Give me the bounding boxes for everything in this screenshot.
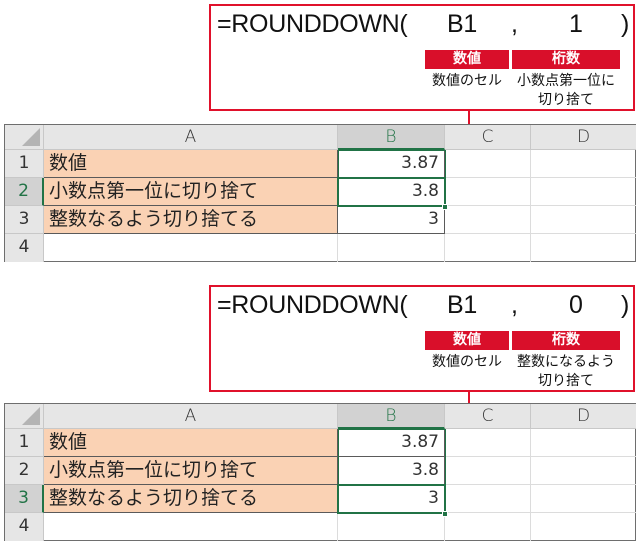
spreadsheet-grid: A B C D 1 数値 3.87 2 小数点第一位に切り捨て 3.8 3 整数… [4,403,636,541]
row-header-3[interactable]: 3 [5,206,44,234]
cell-b4[interactable] [338,513,445,541]
column-header-a[interactable]: A [44,404,338,429]
cell-b2[interactable]: 3.8 [338,178,445,206]
cell-c4[interactable] [445,234,531,262]
row-header-3[interactable]: 3 [5,485,44,513]
cell-c2[interactable] [445,178,531,206]
column-header-d[interactable]: D [531,404,636,429]
cell-b3[interactable]: 3 [338,485,445,513]
cell-a4[interactable] [44,513,338,541]
column-header-d[interactable]: D [531,125,636,150]
cell-d2[interactable] [531,457,636,485]
cell-b2[interactable]: 3.8 [338,457,445,485]
cell-a1[interactable]: 数値 [44,429,338,457]
cell-a2[interactable]: 小数点第一位に切り捨て [44,457,338,485]
cell-c1[interactable] [445,429,531,457]
example-panel-2: =ROUNDDOWN( B1 , 0 ) 数値 桁数 数値のセル 整数になるよう… [0,280,640,545]
formula-callout: =ROUNDDOWN( B1 , 1 ) 数値 桁数 数値のセル 小数点第一位に… [209,4,635,111]
row-header-2[interactable]: 2 [5,178,44,206]
argument-number: B1 [447,10,477,38]
column-header-b[interactable]: B [338,125,445,150]
argument-number: B1 [447,291,477,319]
argument-separator: , [511,10,518,38]
cell-a4[interactable] [44,234,338,262]
corner-triangle-icon [22,407,40,425]
fill-handle[interactable] [442,204,448,210]
row-header-1[interactable]: 1 [5,429,44,457]
cell-c3[interactable] [445,485,531,513]
row-header-2[interactable]: 2 [5,457,44,485]
desc-number: 数値のセル [432,354,502,370]
function-name: =ROUNDDOWN( [217,10,408,38]
cell-d2[interactable] [531,178,636,206]
fill-handle[interactable] [442,511,448,517]
cell-a1[interactable]: 数値 [44,150,338,178]
desc-digits: 小数点第一位に 切り捨て [517,73,615,108]
argument-separator: , [511,291,518,319]
select-all-corner[interactable] [5,404,44,429]
cell-a3[interactable]: 整数なるよう切り捨てる [44,485,338,513]
select-all-corner[interactable] [5,125,44,150]
formula-callout: =ROUNDDOWN( B1 , 0 ) 数値 桁数 数値のセル 整数になるよう… [209,285,635,392]
tag-digits: 桁数 [512,331,620,350]
argument-digits: 1 [569,10,583,38]
column-header-b[interactable]: B [338,404,445,429]
cell-b3[interactable]: 3 [338,206,445,234]
spreadsheet-grid: A B C D 1 数値 3.87 2 小数点第一位に切り捨て 3.8 3 整数… [4,124,636,262]
closing-paren: ) [621,10,630,38]
cell-b1[interactable]: 3.87 [338,429,445,457]
closing-paren: ) [621,291,630,319]
row-header-4[interactable]: 4 [5,234,44,262]
cell-d3[interactable] [531,485,636,513]
argument-digits: 0 [569,291,583,319]
example-panel-1: =ROUNDDOWN( B1 , 1 ) 数値 桁数 数値のセル 小数点第一位に… [0,0,640,270]
row-header-1[interactable]: 1 [5,150,44,178]
function-name: =ROUNDDOWN( [217,291,408,319]
tag-digits: 桁数 [512,50,620,69]
cell-c2[interactable] [445,457,531,485]
cell-d3[interactable] [531,206,636,234]
cell-c4[interactable] [445,513,531,541]
cell-d1[interactable] [531,150,636,178]
cell-a2[interactable]: 小数点第一位に切り捨て [44,178,338,206]
cell-d4[interactable] [531,513,636,541]
tag-number: 数値 [425,50,509,69]
column-header-c[interactable]: C [445,125,531,150]
column-header-c[interactable]: C [445,404,531,429]
cell-c1[interactable] [445,150,531,178]
cell-b4[interactable] [338,234,445,262]
column-header-a[interactable]: A [44,125,338,150]
desc-digits: 整数になるよう 切り捨て [517,354,615,389]
cell-d1[interactable] [531,429,636,457]
cell-a3[interactable]: 整数なるよう切り捨てる [44,206,338,234]
desc-number: 数値のセル [432,73,502,89]
row-header-4[interactable]: 4 [5,513,44,541]
cell-c3[interactable] [445,206,531,234]
cell-d4[interactable] [531,234,636,262]
corner-triangle-icon [22,128,40,146]
cell-b1[interactable]: 3.87 [338,150,445,178]
tag-number: 数値 [425,331,509,350]
